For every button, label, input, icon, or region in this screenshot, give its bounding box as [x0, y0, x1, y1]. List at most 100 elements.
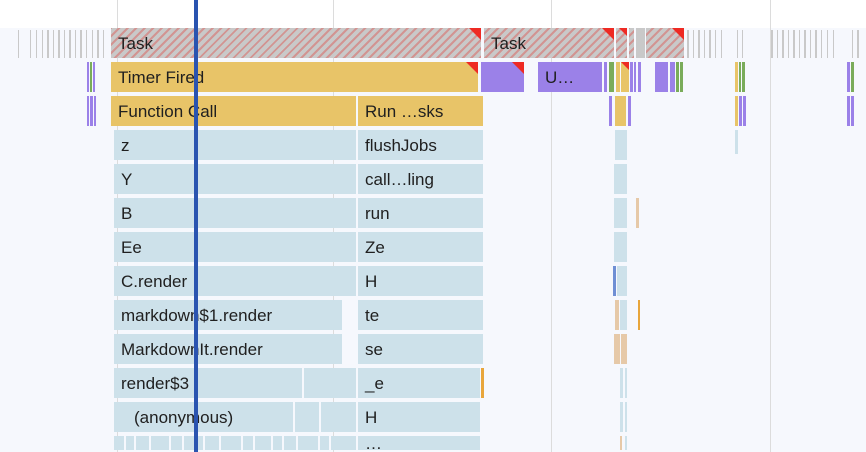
flame-block[interactable] — [621, 334, 627, 364]
flame-block[interactable] — [615, 300, 619, 330]
micro-event-sliver[interactable] — [90, 96, 93, 126]
flame-block[interactable] — [628, 96, 631, 126]
micro-event-sliver[interactable] — [87, 62, 89, 92]
flame-block[interactable] — [616, 62, 620, 92]
flame-block[interactable] — [126, 436, 134, 450]
flame-block[interactable] — [680, 62, 683, 92]
flame-block[interactable] — [617, 266, 627, 296]
flame-block[interactable] — [655, 62, 668, 92]
flame-block[interactable] — [136, 436, 149, 450]
flame-block[interactable] — [676, 62, 679, 92]
flame-block[interactable] — [151, 436, 169, 450]
flame-block[interactable] — [243, 436, 253, 450]
flame-block[interactable] — [629, 28, 634, 58]
flame-block[interactable] — [620, 402, 623, 432]
flame-block[interactable] — [171, 436, 182, 450]
micro-event-sliver[interactable] — [743, 96, 746, 126]
flame-block-render-3[interactable]: render$3 — [114, 368, 302, 398]
micro-event-sliver[interactable] — [851, 62, 854, 92]
micro-event-sliver[interactable] — [93, 62, 95, 92]
flame-block-call-ling[interactable]: call…ling — [358, 164, 483, 194]
flame-block-flushjobs[interactable]: flushJobs — [358, 130, 483, 160]
flame-block-b[interactable]: B — [114, 198, 356, 228]
flame-block[interactable] — [636, 198, 639, 228]
flame-block-c-render[interactable]: C.render — [114, 266, 356, 296]
flame-block-task[interactable]: Task — [484, 28, 614, 58]
flame-block[interactable] — [625, 368, 627, 398]
flame-block[interactable] — [321, 402, 356, 432]
flame-block[interactable] — [614, 334, 620, 364]
flame-block[interactable] — [609, 96, 612, 126]
micro-event-sliver[interactable] — [739, 62, 741, 92]
flame-block-task[interactable]: Task — [111, 28, 481, 58]
micro-event-sliver[interactable] — [739, 96, 742, 126]
flame-block-e[interactable]: _e — [358, 368, 480, 398]
flame-block[interactable] — [646, 28, 684, 58]
flame-block-h[interactable]: H — [358, 266, 483, 296]
flame-block[interactable] — [636, 28, 645, 58]
flame-block[interactable] — [620, 368, 623, 398]
flame-block[interactable] — [331, 436, 356, 450]
micro-event-sliver[interactable] — [87, 96, 89, 126]
flame-block[interactable] — [614, 198, 627, 228]
flame-block[interactable] — [625, 402, 627, 432]
flame-block[interactable] — [284, 436, 296, 450]
flame-block[interactable] — [609, 62, 614, 92]
flame-block[interactable] — [481, 62, 524, 92]
flame-block[interactable] — [614, 164, 627, 194]
flame-block[interactable] — [620, 436, 622, 450]
micro-event-sliver[interactable] — [851, 96, 854, 126]
flame-block-markdownit-render[interactable]: MarkdownIt.render — [114, 334, 342, 364]
flame-block[interactable] — [295, 402, 319, 432]
flame-block-[interactable]: … — [358, 436, 480, 450]
micro-event-sliver[interactable] — [847, 96, 850, 126]
micro-event-sliver[interactable] — [90, 62, 92, 92]
flame-block[interactable] — [114, 436, 124, 450]
flame-block[interactable] — [481, 368, 484, 398]
flame-block-y[interactable]: Y — [114, 164, 356, 194]
flame-block-te[interactable]: te — [358, 300, 483, 330]
flame-block[interactable] — [304, 368, 356, 398]
flame-block[interactable] — [604, 62, 607, 92]
micro-event-sliver[interactable] — [94, 96, 96, 126]
flame-block[interactable] — [613, 266, 616, 296]
flame-block[interactable] — [616, 28, 627, 58]
micro-event-sliver[interactable] — [847, 62, 850, 92]
flame-block[interactable] — [614, 232, 627, 262]
flame-block-se[interactable]: se — [358, 334, 483, 364]
flame-block[interactable] — [205, 436, 219, 450]
flame-block-ze[interactable]: Ze — [358, 232, 483, 262]
micro-event-sliver[interactable] — [742, 62, 745, 92]
flame-block-h[interactable]: H — [358, 402, 480, 432]
micro-event-sliver[interactable] — [735, 62, 738, 92]
micro-event-sliver[interactable] — [735, 96, 738, 126]
flame-block[interactable] — [638, 62, 641, 92]
timeline-playhead[interactable] — [194, 0, 198, 452]
flame-block[interactable] — [625, 436, 627, 450]
flame-block[interactable] — [670, 62, 675, 92]
flame-block[interactable] — [221, 436, 241, 450]
flame-block-run[interactable]: run — [358, 198, 483, 228]
flame-block-timer-fired[interactable]: Timer Fired — [111, 62, 478, 92]
flame-block[interactable] — [273, 436, 282, 450]
flame-block[interactable] — [615, 96, 626, 126]
flame-block[interactable] — [320, 436, 329, 450]
flame-block[interactable] — [615, 130, 627, 160]
flame-block[interactable] — [255, 436, 271, 450]
flame-block-markdown-1-render[interactable]: markdown$1.render — [114, 300, 342, 330]
flame-block[interactable] — [184, 436, 203, 450]
flame-block-function-call[interactable]: Function Call — [111, 96, 356, 126]
flame-block-u[interactable]: U… — [538, 62, 602, 92]
flame-block-z[interactable]: z — [114, 130, 356, 160]
flame-block-anonymous[interactable]: (anonymous) — [127, 402, 293, 432]
flame-block[interactable] — [621, 62, 629, 92]
flame-block[interactable] — [620, 300, 627, 330]
flame-block[interactable] — [634, 62, 636, 92]
flame-block[interactable] — [298, 436, 318, 450]
flame-block-run-sks[interactable]: Run …sks — [358, 96, 483, 126]
flame-block-ee[interactable]: Ee — [114, 232, 356, 262]
flame-block[interactable] — [638, 300, 640, 330]
flame-block[interactable] — [630, 62, 633, 92]
micro-event-sliver[interactable] — [735, 130, 738, 154]
